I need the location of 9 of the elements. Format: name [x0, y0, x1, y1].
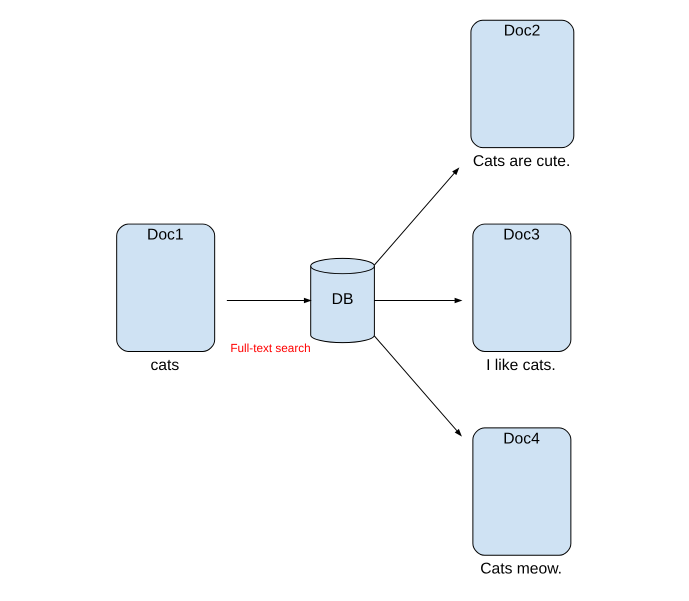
node-label: I like cats.: [486, 356, 556, 374]
arrow: [373, 336, 462, 437]
node-label: Full-text search: [230, 342, 310, 356]
node-label: cats: [150, 356, 179, 374]
node-label: Cats are cute.: [472, 153, 570, 170]
arrow: [373, 298, 462, 304]
arrow: [226, 298, 312, 304]
arrow: [373, 167, 459, 266]
node-label: Cats meow.: [480, 560, 562, 578]
